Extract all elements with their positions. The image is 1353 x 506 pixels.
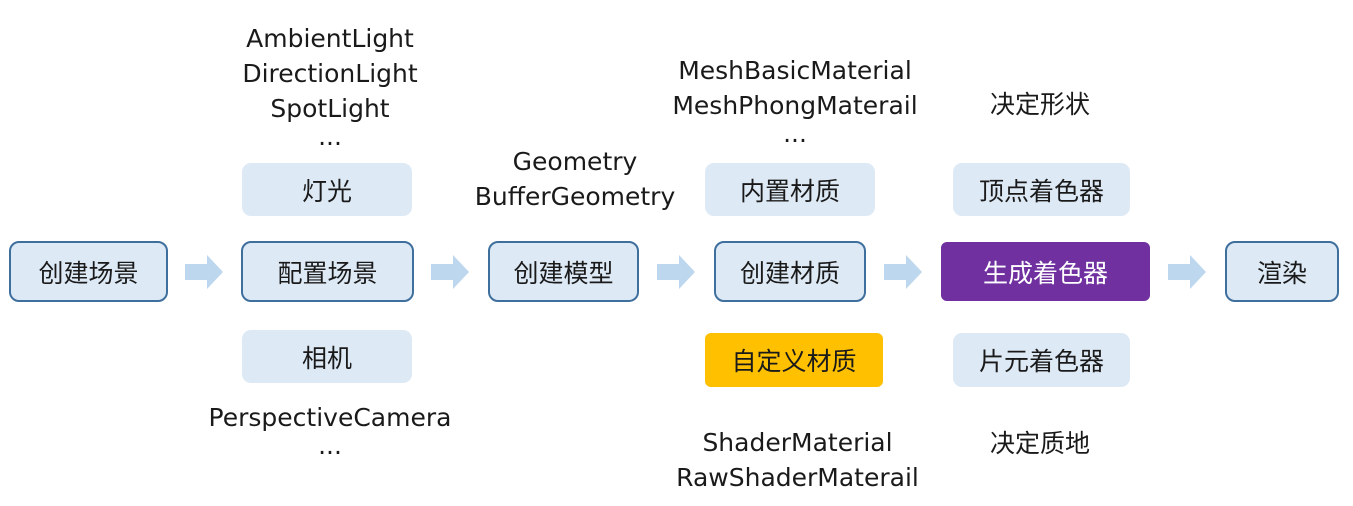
camera-types-list: PerspectiveCamera ... (195, 400, 465, 460)
arrow-right-icon (1168, 255, 1206, 289)
builtin-material-types-list: MeshBasicMaterial MeshPhongMaterail ... (660, 53, 930, 148)
create-material-step: 创建材质 (714, 241, 866, 302)
vertex-shader-note: 决定形状 (989, 90, 1090, 119)
arrow-right-icon (431, 255, 469, 289)
configure-scene-step: 配置场景 (241, 241, 414, 302)
arrow-right-icon (657, 255, 695, 289)
geometry-type: BufferGeometry (474, 182, 676, 211)
arrow-right-icon (185, 255, 223, 289)
vertex-shader-box: 顶点着色器 (953, 163, 1130, 216)
builtin-material-ellipsis: ... (783, 119, 807, 148)
fragment-shader-note: 决定质地 (989, 429, 1090, 458)
generate-shader-step: 生成着色器 (941, 242, 1150, 301)
custom-material-box: 自定义材质 (705, 333, 883, 387)
builtin-material-box: 内置材质 (705, 163, 875, 216)
geometry-types-list: Geometry BufferGeometry (455, 144, 695, 214)
builtin-material-type: MeshPhongMaterail (672, 91, 918, 120)
light-type-ellipsis: ... (318, 122, 342, 151)
light-type: SpotLight (270, 94, 390, 123)
camera-type: PerspectiveCamera (208, 403, 452, 432)
lights-box: 灯光 (242, 163, 412, 216)
arrow-right-icon (884, 255, 922, 289)
camera-type-ellipsis: ... (318, 431, 342, 460)
light-types-list: AmbientLight DirectionLight SpotLight ..… (200, 21, 460, 151)
custom-material-types-list: ShaderMaterial RawShaderMaterail (660, 425, 935, 495)
fragment-shader-box: 片元着色器 (953, 333, 1130, 387)
custom-material-type: ShaderMaterial (702, 428, 893, 457)
create-model-step: 创建模型 (488, 241, 639, 302)
render-step: 渲染 (1225, 241, 1339, 302)
geometry-type: Geometry (512, 147, 638, 176)
camera-box: 相机 (242, 330, 412, 383)
builtin-material-type: MeshBasicMaterial (678, 56, 912, 85)
custom-material-type: RawShaderMaterail (676, 463, 919, 492)
light-type: AmbientLight (246, 24, 414, 53)
create-scene-step: 创建场景 (9, 241, 168, 302)
light-type: DirectionLight (242, 59, 418, 88)
